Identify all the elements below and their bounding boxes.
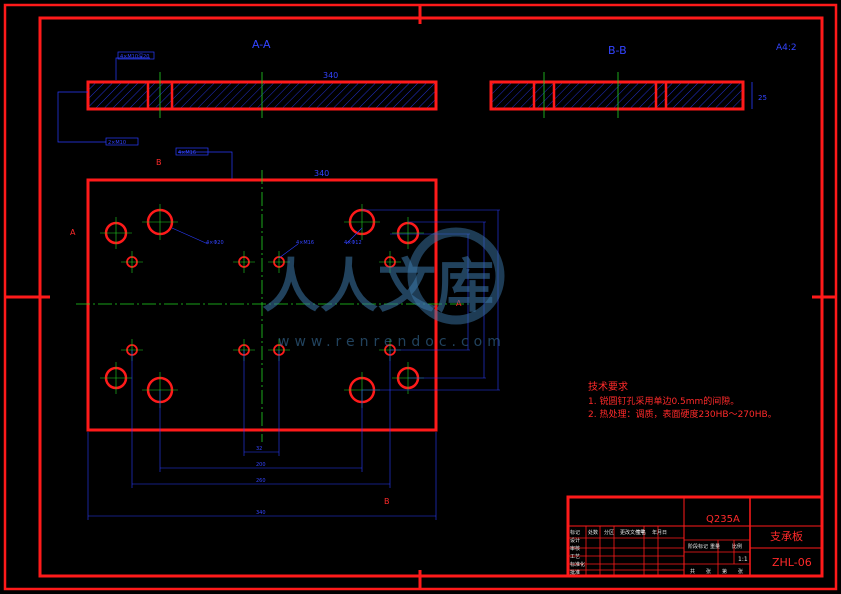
tech-line-2: 2. 热处理：调质，表面硬度230HB～270HB。 [588, 408, 777, 420]
callout-phi12: 4×Φ12 [344, 240, 362, 246]
tech-title: 技术要求 [588, 380, 628, 393]
title-material: Q235A [706, 514, 740, 525]
title-drawing-no: ZHL-06 [772, 556, 812, 569]
title-row-label-2: 设计 [570, 537, 580, 544]
section-bb-outline [489, 80, 745, 111]
title-col-label-5: 年月日 [652, 529, 667, 536]
title-bottom-label-2: 张 [706, 568, 711, 575]
callout-m16: 4×M16 [296, 240, 314, 246]
title-col-label-3: 更改文件号 [620, 529, 645, 536]
title-stage-label-3: 比例 [732, 543, 742, 550]
title-col-label-4: 签名 [636, 529, 646, 536]
title-row-label-3: 审核 [570, 545, 580, 552]
title-part-name: 支承板 [770, 529, 803, 543]
watermark-url: www.renrendoc.com [278, 334, 506, 350]
title-row-label-4: 工艺 [570, 554, 580, 560]
title-stage-label-2: 重量 [710, 543, 720, 550]
title-bottom-label-1: 共 [690, 568, 695, 575]
watermark-logo [407, 227, 505, 325]
plan-leaders [171, 227, 363, 259]
dim-top: 340 [314, 169, 329, 178]
dim-hole-span-3: 32 [256, 446, 262, 452]
scale-note: A4:2 [776, 43, 797, 53]
section-bb-hole-2 [654, 80, 668, 111]
section-bb-view [489, 72, 753, 118]
title-scale: 1:1 [738, 556, 748, 563]
dim-length-top: 340 [323, 71, 338, 80]
callout-1: 4×M10深20 [120, 53, 149, 60]
watermark-text: 人人文库 [262, 252, 494, 320]
title-col-label-1: 处数 [588, 529, 598, 536]
dim-hole-span-1: 200 [256, 462, 266, 468]
mark-b-top: B [156, 158, 162, 167]
dim-overall-width: 340 [256, 510, 266, 516]
section-aa-label: A-A [252, 38, 271, 51]
dimension-lines [87, 209, 500, 520]
section-bb-hatch [491, 82, 743, 109]
title-row-label-6: 批准 [570, 569, 580, 576]
callout-phi20: 4×Φ20 [206, 240, 224, 246]
callout-3: 4×M16 [178, 150, 196, 156]
mark-b-bottom: B [384, 497, 390, 506]
section-bb-label: B-B [608, 44, 627, 57]
title-row-label-1: 标记 [570, 529, 580, 536]
title-row-label-5: 标准化 [570, 561, 585, 568]
title-bottom-label-4: 张 [738, 568, 743, 575]
callout-2: 2×M10 [108, 140, 126, 146]
mark-a-right: A [456, 299, 462, 308]
title-stage-label-1: 阶段标记 [688, 543, 708, 550]
title-col-label-2: 分区 [604, 529, 614, 536]
callout-leaders [57, 51, 233, 180]
title-block [566, 495, 824, 578]
title-bottom-label-3: 第 [722, 568, 727, 575]
dim-thickness: 25 [758, 94, 767, 102]
tech-line-1: 1. 锐圆钉孔采用单边0.5mm的间隙。 [588, 395, 739, 407]
section-aa-view [86, 72, 438, 118]
dim-hole-span-2: 260 [256, 478, 266, 484]
mark-a-left: A [70, 228, 76, 237]
